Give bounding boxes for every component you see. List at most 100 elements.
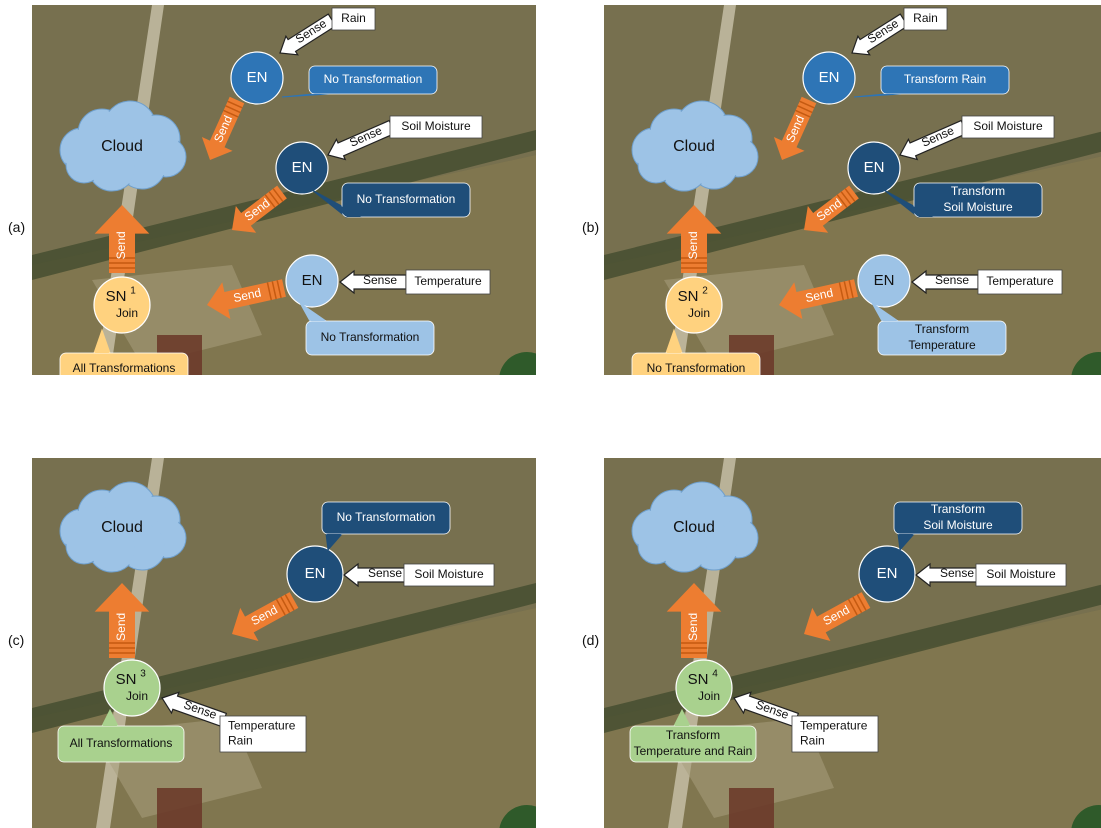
source-label: Rain bbox=[800, 734, 825, 748]
cloud: Cloud bbox=[59, 100, 187, 192]
sn-callout: No Transformation bbox=[631, 328, 761, 375]
en-node-1: EN bbox=[286, 545, 344, 603]
en-label: EN bbox=[819, 69, 840, 86]
sn-label: SN bbox=[678, 288, 699, 305]
source-label: Rain bbox=[341, 11, 366, 25]
source-box-3: Temperature bbox=[405, 269, 491, 295]
en-node-1: EN bbox=[858, 545, 916, 603]
source-label: Soil Moisture bbox=[401, 119, 471, 133]
panel-a-label: (a) bbox=[8, 219, 26, 235]
send-arrow-3: Send bbox=[207, 279, 286, 320]
sn-send-arrow: Send bbox=[94, 583, 150, 658]
callout-text: Soil Moisture bbox=[943, 200, 1013, 214]
cloud: Cloud bbox=[631, 100, 759, 192]
en-node-1: EN bbox=[230, 51, 284, 105]
send-label: Send bbox=[686, 231, 700, 259]
callout-text: All Transformations bbox=[73, 361, 176, 375]
en-label: EN bbox=[874, 272, 895, 289]
farmhouse-roof bbox=[157, 788, 202, 828]
en-node-2: EN bbox=[275, 141, 329, 195]
send-label: Send bbox=[114, 231, 128, 259]
sense-arrow-3: Sense bbox=[911, 269, 979, 295]
send-arrow-3: Send bbox=[779, 279, 858, 320]
join-label: Join bbox=[126, 689, 148, 703]
hedgerow bbox=[604, 131, 1101, 280]
source-box-1: Rain bbox=[331, 7, 376, 31]
source-box-2: Soil Moisture bbox=[389, 115, 483, 139]
callout-text: No Transformation bbox=[324, 72, 423, 86]
callout-text: Transform bbox=[931, 502, 985, 516]
sn-label: SN bbox=[116, 671, 137, 688]
en-callout-2: No Transformation bbox=[311, 182, 471, 218]
en-label: EN bbox=[305, 565, 326, 582]
source-label: Temperature bbox=[228, 719, 296, 733]
send-arrow-1: Send bbox=[231, 592, 299, 642]
source-label: Soil Moisture bbox=[414, 567, 484, 581]
callout-text: Temperature bbox=[908, 338, 976, 352]
panel-d-label: (d) bbox=[582, 632, 600, 648]
sense-arrow-1: Sense bbox=[343, 562, 413, 588]
cloud-label: Cloud bbox=[673, 138, 715, 155]
sn-superscript: 3 bbox=[140, 669, 146, 680]
send-label: Send bbox=[686, 613, 700, 641]
en-node-3: EN bbox=[285, 254, 339, 308]
cloud: Cloud bbox=[59, 481, 187, 573]
send-label: Send bbox=[114, 613, 128, 641]
en-callout-3: No Transformation bbox=[299, 302, 435, 356]
join-label: Join bbox=[698, 689, 720, 703]
tree bbox=[499, 805, 536, 828]
en-node-3: EN bbox=[857, 254, 911, 308]
en-callout-1: No Transformation bbox=[321, 501, 451, 552]
sn-superscript: 4 bbox=[712, 669, 718, 680]
callout-text: Transform bbox=[915, 322, 969, 336]
callout-text: Transform bbox=[666, 728, 720, 742]
sense-label: Sense bbox=[368, 566, 402, 580]
en-node-2: EN bbox=[847, 141, 901, 195]
send-label: Send bbox=[232, 285, 262, 305]
source-box-1: Soil Moisture bbox=[975, 563, 1067, 587]
callout-text: No Transformation bbox=[321, 330, 420, 344]
source-box-2: Soil Moisture bbox=[961, 115, 1055, 139]
sn-send-arrow: Send bbox=[666, 583, 722, 658]
callout-text: No Transformation bbox=[357, 192, 456, 206]
en-callout-1: Transform Rain bbox=[853, 65, 1010, 98]
sn-callout: All Transformations bbox=[57, 708, 185, 763]
en-label: EN bbox=[292, 159, 313, 176]
sense-label: Sense bbox=[363, 273, 397, 287]
en-label: EN bbox=[864, 159, 885, 176]
en-label: EN bbox=[247, 69, 268, 86]
source-label: Rain bbox=[913, 11, 938, 25]
source-label: Temperature bbox=[414, 274, 482, 288]
send-arrow-1: Send bbox=[201, 96, 245, 160]
tree bbox=[1071, 352, 1101, 375]
farmhouse-roof bbox=[729, 788, 774, 828]
panel-c-label: (c) bbox=[8, 632, 25, 648]
source-label: Soil Moisture bbox=[986, 567, 1056, 581]
sense-arrow-3: Sense bbox=[339, 269, 407, 295]
source-box-3: Temperature bbox=[977, 269, 1063, 295]
source-label: Rain bbox=[228, 734, 253, 748]
callout-text: Temperature and Rain bbox=[634, 744, 753, 758]
en-node-1: EN bbox=[802, 51, 856, 105]
cloud: Cloud bbox=[631, 481, 759, 573]
join-label: Join bbox=[688, 306, 710, 320]
callout-text: Soil Moisture bbox=[923, 518, 993, 532]
sn-send-arrow: Send bbox=[666, 205, 722, 273]
sn-superscript: 2 bbox=[702, 286, 708, 297]
